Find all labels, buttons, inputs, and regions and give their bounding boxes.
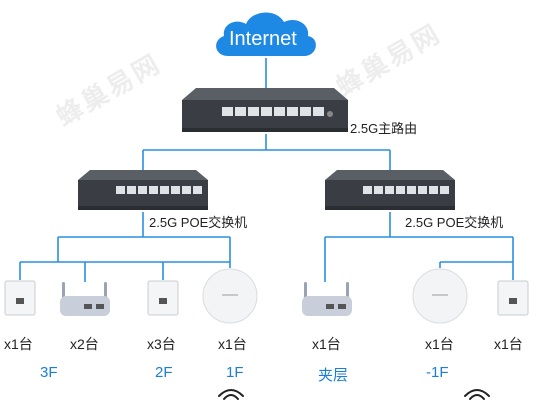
ceiling-ap-icon: [202, 268, 258, 324]
mesh-router-icon: [302, 282, 352, 316]
device-count: x1台: [4, 336, 33, 352]
device-count: x3台: [147, 336, 176, 352]
mesh-router-icon: [60, 282, 110, 316]
poe-switch-right-device: [325, 170, 455, 210]
switch-right-label: 2.5G POE交换机: [405, 215, 504, 230]
wall-panel-ap-icon: [497, 280, 529, 316]
floor-label: 2F: [155, 364, 173, 381]
device-count: x1台: [218, 336, 247, 352]
router-label: 2.5G主路由: [350, 121, 418, 136]
floor-label: 3F: [40, 364, 58, 381]
device-count: x1台: [312, 336, 341, 352]
device-count: x2台: [70, 336, 99, 352]
device-count: x1台: [425, 336, 454, 352]
internet-cloud-icon: [216, 12, 316, 56]
wifi-icon: [464, 389, 490, 400]
wifi-icon: [218, 389, 244, 400]
wall-panel-ap-icon: [147, 280, 179, 316]
internet-label: Internet: [229, 28, 297, 50]
ceiling-ap-icon: [412, 268, 468, 324]
device-count: x1台: [494, 336, 523, 352]
switch-left-label: 2.5G POE交换机: [149, 215, 248, 230]
wall-panel-ap-icon: [4, 280, 36, 316]
floor-label: 1F: [226, 364, 244, 381]
floor-label: 夹层: [318, 367, 349, 384]
floor-label: -1F: [426, 364, 449, 381]
main-router-device: [182, 88, 348, 132]
poe-switch-left-device: [78, 170, 208, 210]
